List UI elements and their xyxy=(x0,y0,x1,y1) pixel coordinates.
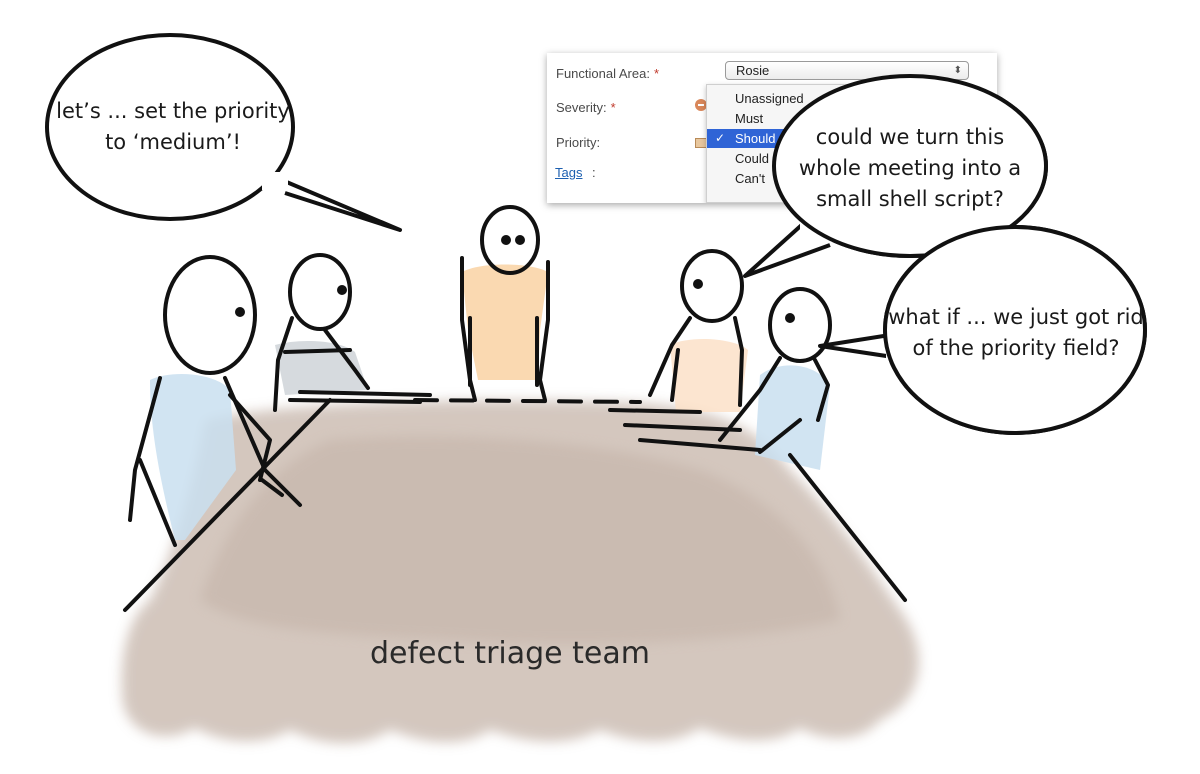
speech-text-left: let’s ... set the priority to ‘medium’! xyxy=(56,99,290,154)
check-icon: ✓ xyxy=(715,131,726,145)
chevron-down-icon: ⬍ xyxy=(953,65,962,76)
speech-text-right-top-overlay: could we turn this whole meeting into a … xyxy=(798,125,1022,211)
caption: defect triage team xyxy=(370,636,650,671)
priority-label: Priority: xyxy=(556,135,601,150)
priority-option-unassigned[interactable]: Unassigned xyxy=(735,91,804,106)
severity-label: Severity:* xyxy=(556,100,616,115)
priority-option-cant[interactable]: Can't xyxy=(735,171,765,186)
person-far-right xyxy=(638,287,832,454)
speech-bubble-left xyxy=(45,33,402,232)
tags-link[interactable]: Tags xyxy=(555,165,583,180)
severity-icon xyxy=(695,99,707,111)
table-outline xyxy=(123,398,907,612)
person-right xyxy=(608,249,744,432)
required-marker: * xyxy=(653,66,660,81)
speech-text-right-bottom-overlay: what if ... we just got rid of the prior… xyxy=(888,305,1144,360)
person-left xyxy=(273,253,432,412)
functional-area-label: Functional Area:* xyxy=(556,66,660,81)
tags-colon: : xyxy=(592,165,596,180)
required-marker: * xyxy=(610,100,616,115)
table-wash xyxy=(121,400,919,744)
priority-option-must[interactable]: Must xyxy=(735,111,764,126)
priority-option-could[interactable]: Could xyxy=(735,151,769,166)
shirt-washes xyxy=(150,264,830,540)
functional-area-value: Rosie xyxy=(736,63,770,78)
person-center xyxy=(460,205,550,402)
